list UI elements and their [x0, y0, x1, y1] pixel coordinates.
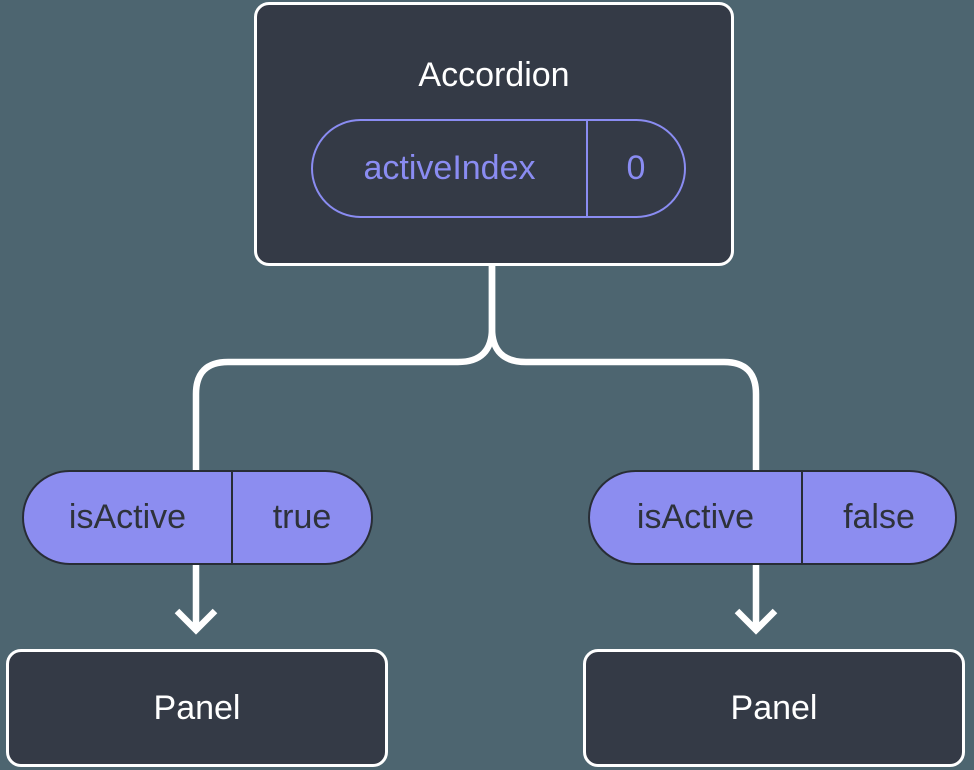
prop-name: isActive	[24, 472, 233, 563]
panel-node-right: Panel	[583, 649, 965, 767]
prop-value: false	[843, 498, 915, 536]
panel-node-left: Panel	[6, 649, 388, 767]
prop-pill-isactive-true: isActive true	[22, 470, 373, 565]
panel-label: Panel	[153, 688, 241, 727]
arrow-down-icon	[734, 558, 778, 635]
connector-branch-left	[192, 260, 496, 476]
state-pill-activeindex: activeIndex 0	[311, 119, 686, 218]
accordion-node: Accordion activeIndex 0	[254, 2, 734, 266]
panel-label: Panel	[730, 688, 818, 727]
prop-pill-isactive-false: isActive false	[588, 470, 957, 565]
prop-name: isActive	[590, 472, 803, 563]
arrow-down-icon	[174, 558, 218, 635]
prop-value: true	[272, 498, 332, 536]
state-name: activeIndex	[313, 121, 588, 216]
state-value: 0	[626, 149, 646, 187]
accordion-label: Accordion	[418, 56, 570, 94]
connector-branch-right	[488, 260, 760, 476]
